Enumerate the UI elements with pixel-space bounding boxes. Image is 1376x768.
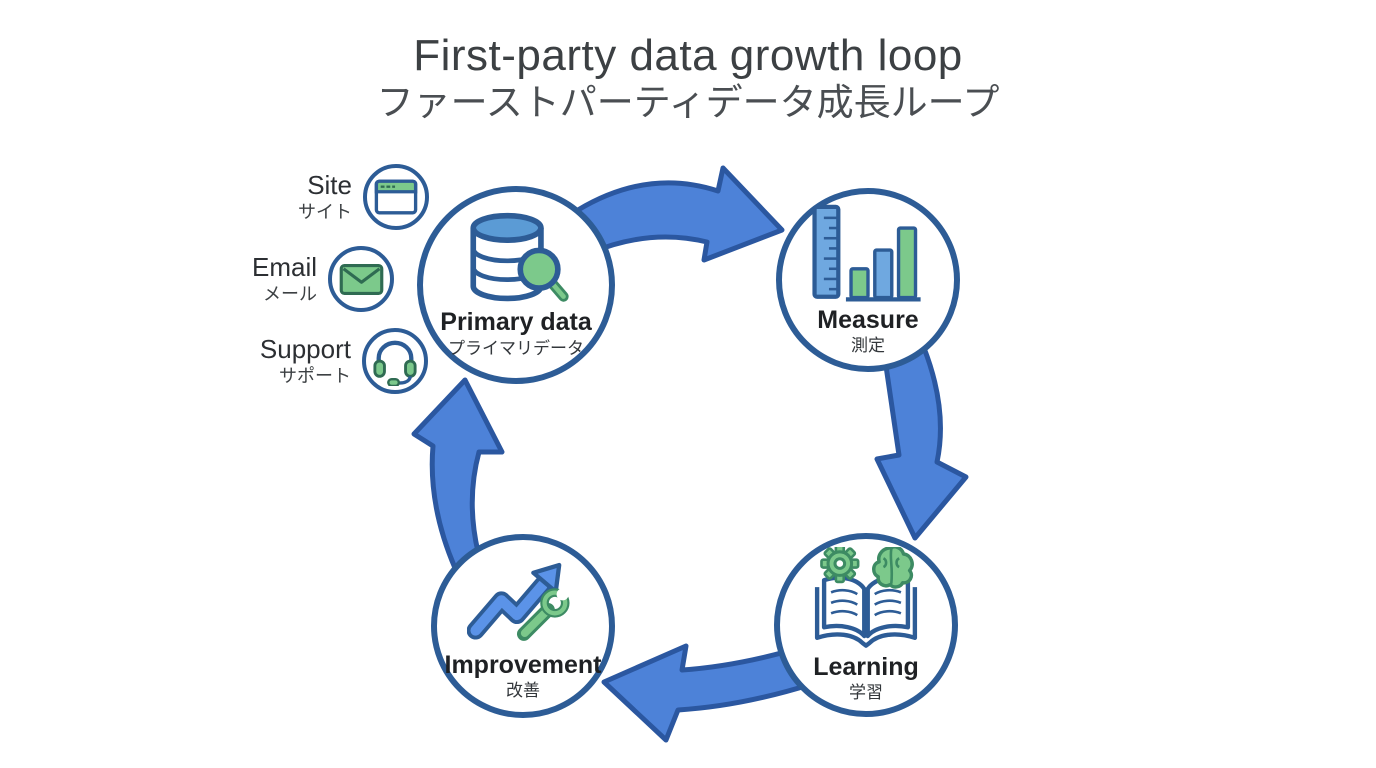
database-magnifier-icon: [469, 213, 569, 303]
ruler-bar-chart-icon: [812, 204, 921, 302]
node-primary-data: Primary data プライマリデータ: [417, 186, 615, 384]
source-email-label-japanese: メール: [263, 283, 317, 304]
source-site-label-japanese: サイト: [298, 201, 352, 222]
node-improvement-label-japanese: 改善: [506, 681, 540, 701]
source-support-circle: [362, 328, 428, 394]
node-measure: Measure 測定: [776, 188, 960, 372]
arrow-primary-to-measure: [575, 165, 785, 263]
growth-arrow-wrench-icon: [467, 562, 570, 641]
node-improvement-label: Improvement: [444, 650, 602, 679]
source-support: Support サポート: [219, 328, 428, 394]
source-email-circle: [328, 246, 394, 312]
source-site: Site サイト: [220, 164, 429, 230]
node-improvement: Improvement 改善: [431, 534, 615, 718]
envelope-icon: [339, 263, 383, 295]
wrench-icon: [516, 588, 570, 641]
node-learning-label-japanese: 学習: [849, 683, 883, 703]
node-learning: Learning 学習: [774, 533, 958, 717]
gear-icon: [820, 546, 860, 584]
source-site-label: Site: [307, 170, 352, 201]
node-primary-data-label: Primary data: [440, 308, 592, 337]
source-support-label: Support: [259, 334, 351, 365]
book-gear-brain-icon: [814, 546, 918, 648]
source-site-circle: [363, 164, 429, 230]
page-title: First-party data growth loop: [413, 31, 963, 80]
node-primary-data-label-japanese: プライマリデータ: [448, 338, 584, 358]
page-title-japanese: ファーストパーティデータ成長ループ: [376, 82, 1000, 123]
brain-icon: [872, 546, 914, 589]
browser-window-icon: [374, 179, 418, 214]
node-learning-label: Learning: [813, 652, 919, 681]
arrow-measure-to-learning: [874, 345, 969, 541]
arrow-improvement-to-primary: [411, 377, 505, 571]
source-email-label: Email: [251, 252, 317, 283]
source-support-label-japanese: サポート: [279, 365, 351, 386]
node-measure-label: Measure: [817, 305, 919, 334]
source-email: Email メール: [185, 246, 394, 312]
arrow-learning-to-improvement: [601, 643, 815, 743]
node-measure-label-japanese: 測定: [851, 336, 885, 356]
headset-icon: [373, 340, 417, 386]
